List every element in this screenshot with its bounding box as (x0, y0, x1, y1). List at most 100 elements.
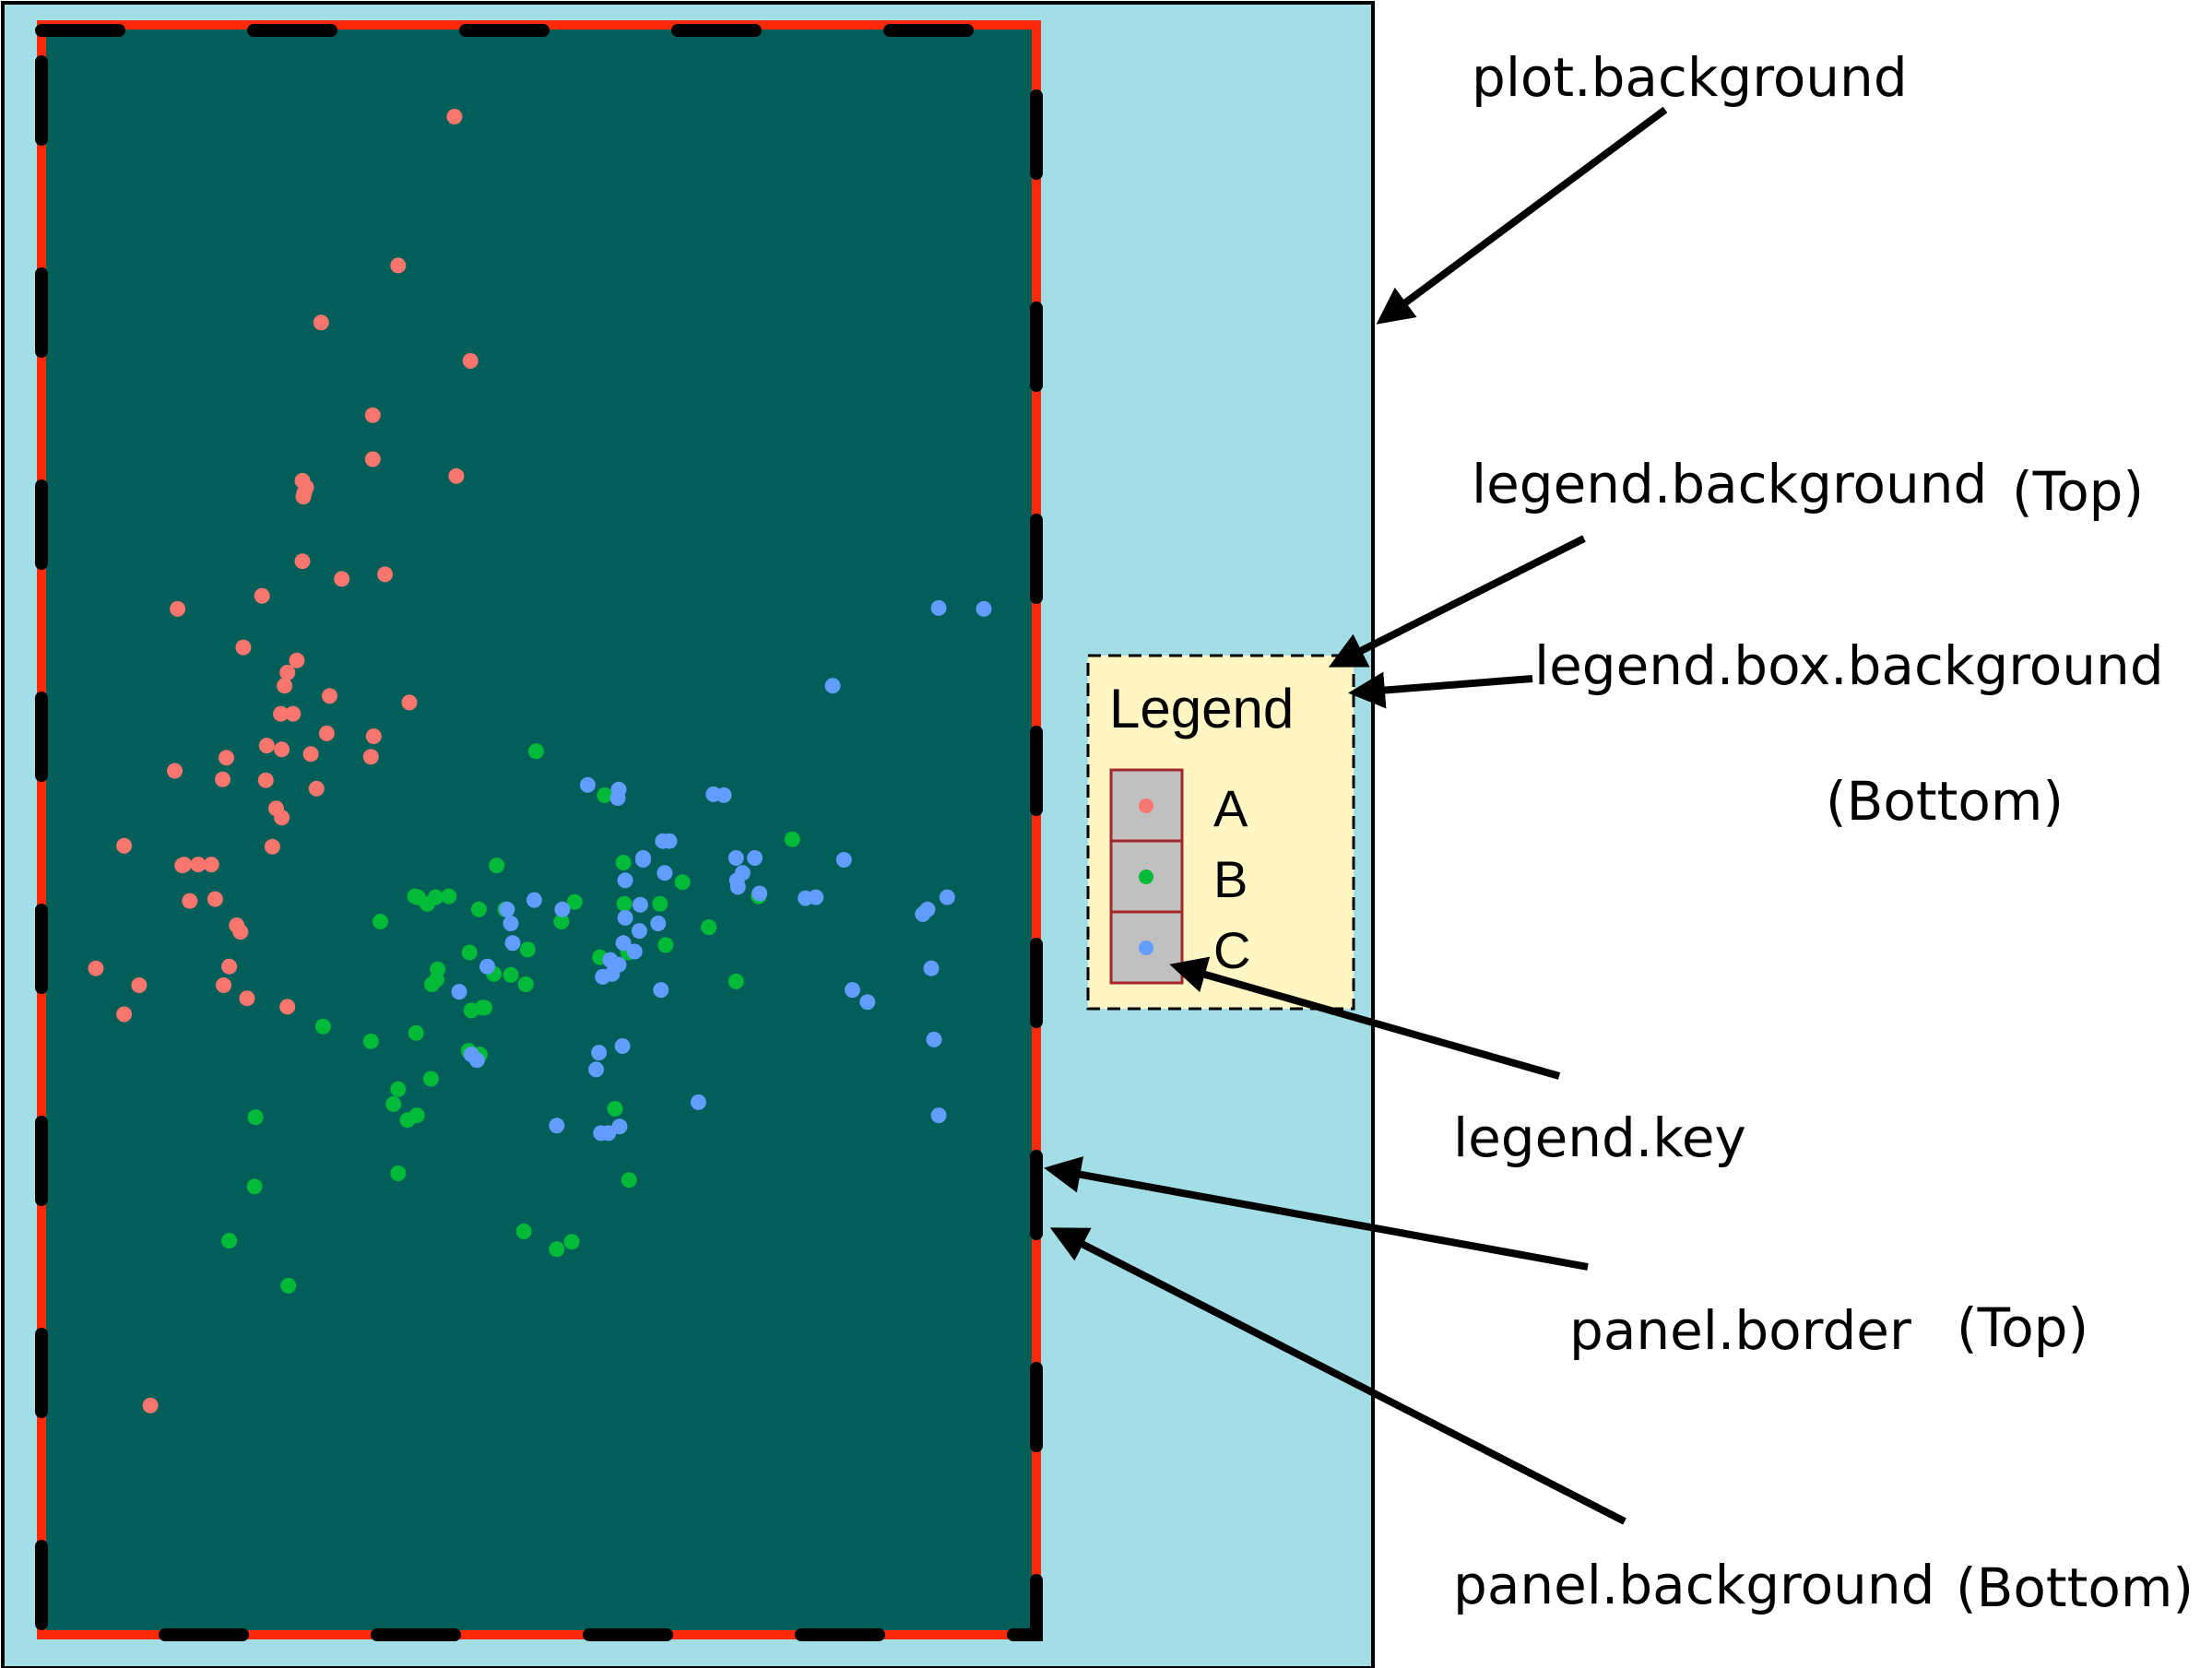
point-b-5 (674, 874, 691, 891)
point-a-53 (116, 1006, 133, 1023)
point-b-35 (314, 1018, 331, 1035)
arrow-legend-background (1328, 535, 1586, 668)
point-a-44 (182, 893, 198, 909)
point-c-39 (923, 960, 940, 976)
point-a-13 (334, 571, 350, 587)
point-b-0 (527, 743, 544, 760)
point-a-47 (221, 958, 238, 975)
point-b-48 (246, 1178, 263, 1195)
point-a-6 (448, 467, 465, 484)
point-a-40 (190, 857, 207, 873)
legend-title: Legend (1109, 678, 1294, 739)
point-a-4 (364, 407, 381, 423)
point-c-17 (734, 865, 751, 881)
point-c-46 (591, 1045, 608, 1061)
label-panel-border-qualifier: (Top) (1957, 1296, 2088, 1359)
label-plot-background: plot.background (1472, 46, 1908, 109)
point-b-54 (549, 1241, 565, 1258)
point-c-9 (655, 833, 671, 849)
legend-key-b-dot (1139, 869, 1153, 884)
point-b-43 (607, 1101, 623, 1117)
legend: Legend A B C (1086, 654, 1355, 1011)
point-b-50 (221, 1233, 238, 1249)
point-a-50 (131, 977, 148, 993)
point-a-28 (302, 746, 319, 763)
point-c-12 (747, 850, 763, 866)
point-c-35 (615, 935, 632, 952)
point-a-51 (239, 990, 255, 1007)
point-b-26 (503, 966, 519, 983)
point-c-0 (930, 599, 947, 616)
point-c-22 (554, 901, 571, 917)
point-a-22 (273, 705, 290, 722)
point-c-56 (588, 1061, 605, 1078)
point-b-30 (429, 971, 444, 988)
point-b-3 (615, 855, 632, 870)
point-b-1 (597, 787, 613, 803)
arrow-panel-border (1044, 1156, 1589, 1271)
point-c-52 (549, 1118, 565, 1134)
point-a-33 (257, 772, 274, 788)
point-a-1 (390, 257, 407, 274)
point-c-6 (716, 787, 732, 803)
point-c-15 (617, 872, 633, 889)
point-b-40 (422, 1071, 439, 1087)
scatter-points (88, 109, 992, 1414)
point-c-27 (939, 889, 955, 905)
point-a-52 (279, 999, 296, 1015)
arrow-panel-background (1049, 1227, 1626, 1525)
point-a-39 (203, 857, 219, 873)
point-c-54 (691, 1094, 706, 1110)
point-c-19 (751, 885, 768, 902)
point-a-14 (170, 600, 186, 617)
point-c-38 (479, 958, 495, 975)
point-c-34 (504, 935, 521, 952)
label-legend-box-background: legend.box.background (1534, 634, 2164, 697)
point-a-11 (294, 553, 311, 570)
point-b-49 (621, 1172, 637, 1189)
point-b-12 (441, 888, 457, 905)
point-c-42 (604, 965, 621, 982)
point-b-17 (373, 914, 388, 929)
point-a-54 (142, 1397, 159, 1414)
point-a-30 (219, 750, 234, 766)
point-b-34 (477, 1000, 492, 1016)
point-c-3 (579, 776, 596, 793)
point-b-52 (563, 1234, 580, 1250)
point-c-44 (653, 982, 669, 999)
point-a-34 (308, 780, 325, 797)
point-c-55 (930, 1107, 947, 1124)
point-a-46 (232, 924, 249, 940)
label-panel-border: panel.border (1569, 1299, 1911, 1362)
point-b-9 (652, 895, 668, 912)
point-b-4 (489, 858, 505, 874)
point-a-3 (462, 352, 479, 369)
point-b-18 (701, 919, 717, 936)
point-a-36 (274, 810, 290, 826)
point-a-23 (285, 705, 302, 722)
point-a-27 (274, 741, 290, 758)
point-c-57 (593, 1125, 609, 1142)
point-b-11 (419, 895, 435, 912)
panel-background (41, 25, 1036, 1635)
point-a-26 (258, 738, 275, 754)
point-a-29 (362, 749, 379, 765)
point-a-12 (377, 566, 394, 583)
point-c-31 (503, 916, 519, 931)
legend-label-a: A (1213, 779, 1248, 837)
label-panel-background: panel.background (1453, 1554, 1934, 1616)
point-c-33 (650, 916, 667, 931)
point-a-37 (264, 838, 280, 855)
point-a-20 (322, 688, 337, 704)
label-legend-background: legend.background (1472, 453, 1987, 515)
point-a-19 (277, 678, 293, 694)
point-c-36 (626, 943, 643, 960)
point-c-47 (926, 1031, 942, 1047)
point-a-15 (254, 587, 270, 604)
legend-label-b: B (1213, 850, 1248, 908)
label-legend-key: legend.key (1453, 1106, 1746, 1169)
point-b-21 (519, 941, 536, 958)
point-b-19 (553, 914, 570, 929)
point-a-0 (446, 109, 463, 124)
